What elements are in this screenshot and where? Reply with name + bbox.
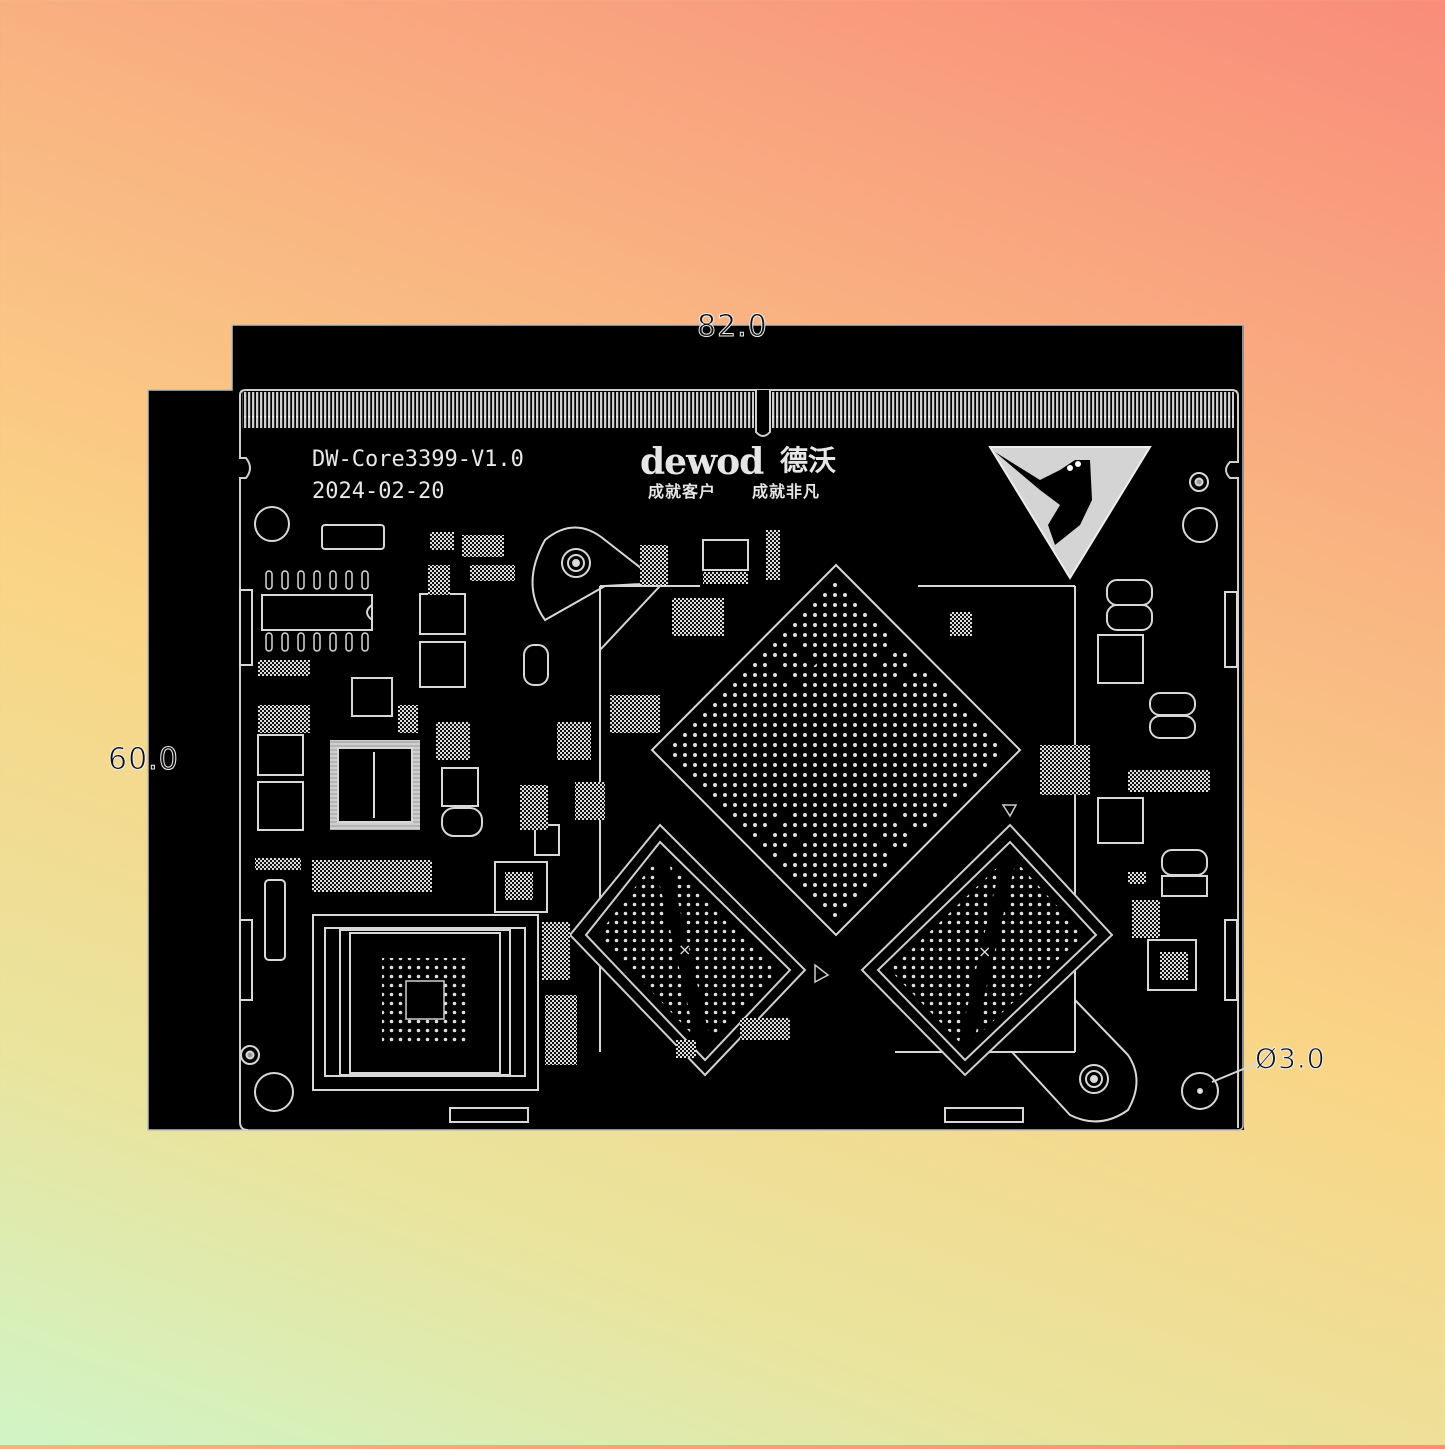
brand-slogan-left: 成就客户 xyxy=(648,482,717,501)
width-dimension-label: 82.0 xyxy=(697,309,768,344)
board-date-label: 2024-02-20 xyxy=(312,479,445,504)
hole-diameter-label: Ø3.0 xyxy=(1255,1042,1326,1075)
ddr-memory-left: × xyxy=(568,823,830,1077)
brand-slogan-right: 成就非凡 xyxy=(752,482,821,501)
svg-text:×: × xyxy=(678,940,691,959)
mounting-holes xyxy=(240,472,1266,1112)
logo-triangle-icon xyxy=(988,446,1152,580)
ddr-memory-right: × xyxy=(860,804,1114,1077)
power-inductors xyxy=(239,539,1238,1001)
passive-components xyxy=(255,530,1210,1065)
svg-text:×: × xyxy=(978,942,991,961)
height-dimension-label: 60.0 xyxy=(108,742,179,777)
board-model-label: DW-Core3399-V1.0 xyxy=(312,447,524,472)
main-soc-bga xyxy=(650,563,1022,937)
brand-logo-cn: 德沃 xyxy=(780,444,837,477)
qfp-ic xyxy=(330,740,420,830)
soic-ic xyxy=(261,524,385,652)
keyed-pad-bottom xyxy=(895,585,1138,1123)
emmc-bga xyxy=(312,914,1024,1123)
edge-connector xyxy=(242,390,1234,437)
brand-logo-text: dewod xyxy=(640,441,764,483)
